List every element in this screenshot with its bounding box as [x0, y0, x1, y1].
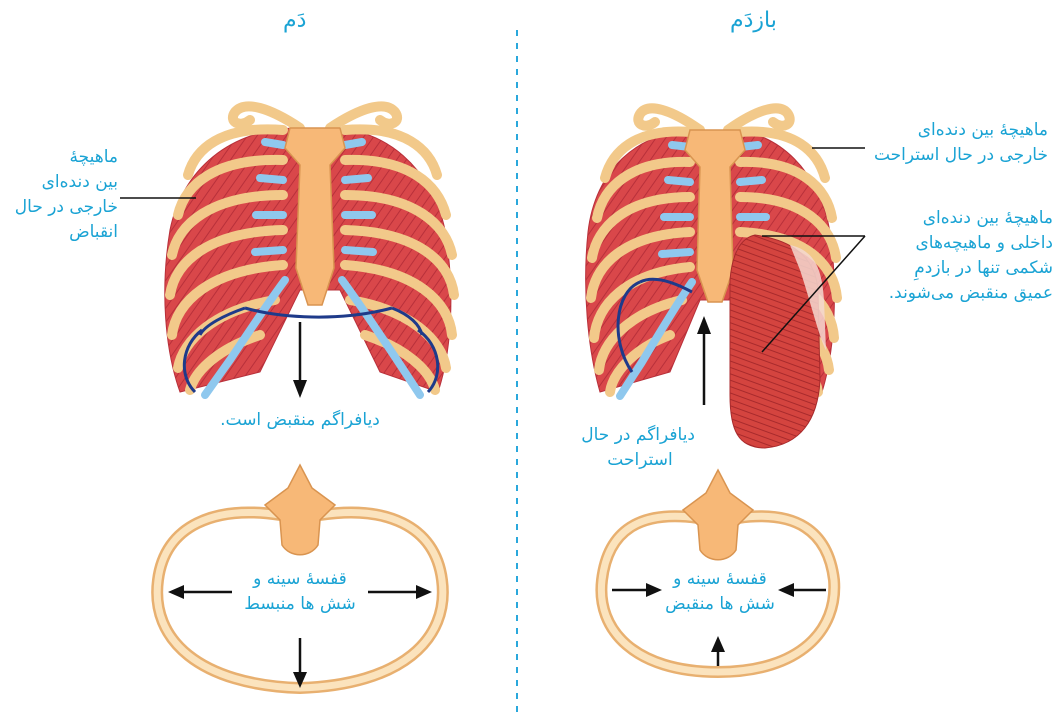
exhale-rib-cage: [586, 108, 837, 448]
inhale-external-muscle-line-1: ماهیچهٔ: [8, 145, 118, 170]
inhale-chest-line-1: قفسهٔ سینه و: [220, 567, 380, 592]
inhale-external-muscle-label: ماهیچهٔ بین دنده‌ای خارجی در حال انقباض: [8, 145, 118, 245]
exhale-internal-muscle-line-4: عمیق منقبض می‌شوند.: [858, 281, 1053, 306]
inhale-external-muscle-line-2: بین دنده‌ای: [8, 170, 118, 195]
exhale-external-muscle-line-1: ماهیچهٔ بین دنده‌ای: [868, 118, 1048, 143]
inhale-diaphragm-label: دیافراگم منقبض است.: [200, 408, 400, 433]
exhale-internal-muscle-line-2: داخلی و ماهیچه‌های: [858, 231, 1053, 256]
inhale-external-muscle-line-4: انقباض: [8, 220, 118, 245]
exhale-external-muscle-label: ماهیچهٔ بین دنده‌ای خارجی در حال استراحت: [868, 118, 1048, 168]
inhale-chest-label: قفسهٔ سینه و شش ها منبسط: [220, 567, 380, 617]
exhale-chest-line-1: قفسهٔ سینه و: [640, 567, 800, 592]
inhale-chest-line-2: شش ها منبسط: [220, 592, 380, 617]
exhale-internal-muscle-line-1: ماهیچهٔ بین دنده‌ای: [858, 206, 1053, 231]
inhale-external-muscle-line-3: خارجی در حال: [8, 195, 118, 220]
inhale-rib-cage: [165, 106, 454, 398]
exhale-chest-line-2: شش ها منقبض: [640, 592, 800, 617]
exhale-internal-muscle-label: ماهیچهٔ بین دنده‌ای داخلی و ماهیچه‌های ش…: [858, 206, 1053, 306]
exhale-chest-label: قفسهٔ سینه و شش ها منقبض: [640, 567, 800, 617]
exhale-internal-muscle-line-3: شکمی تنها در بازدمِ: [858, 256, 1053, 281]
exhale-diaphragm-line-2: استراحت: [585, 448, 695, 473]
exhale-diaphragm-line-1: دیافراگم در حال: [585, 423, 695, 448]
exhale-diaphragm-label: دیافراگم در حال استراحت: [585, 423, 695, 473]
exhale-external-muscle-line-2: خارجی در حال استراحت: [868, 143, 1048, 168]
